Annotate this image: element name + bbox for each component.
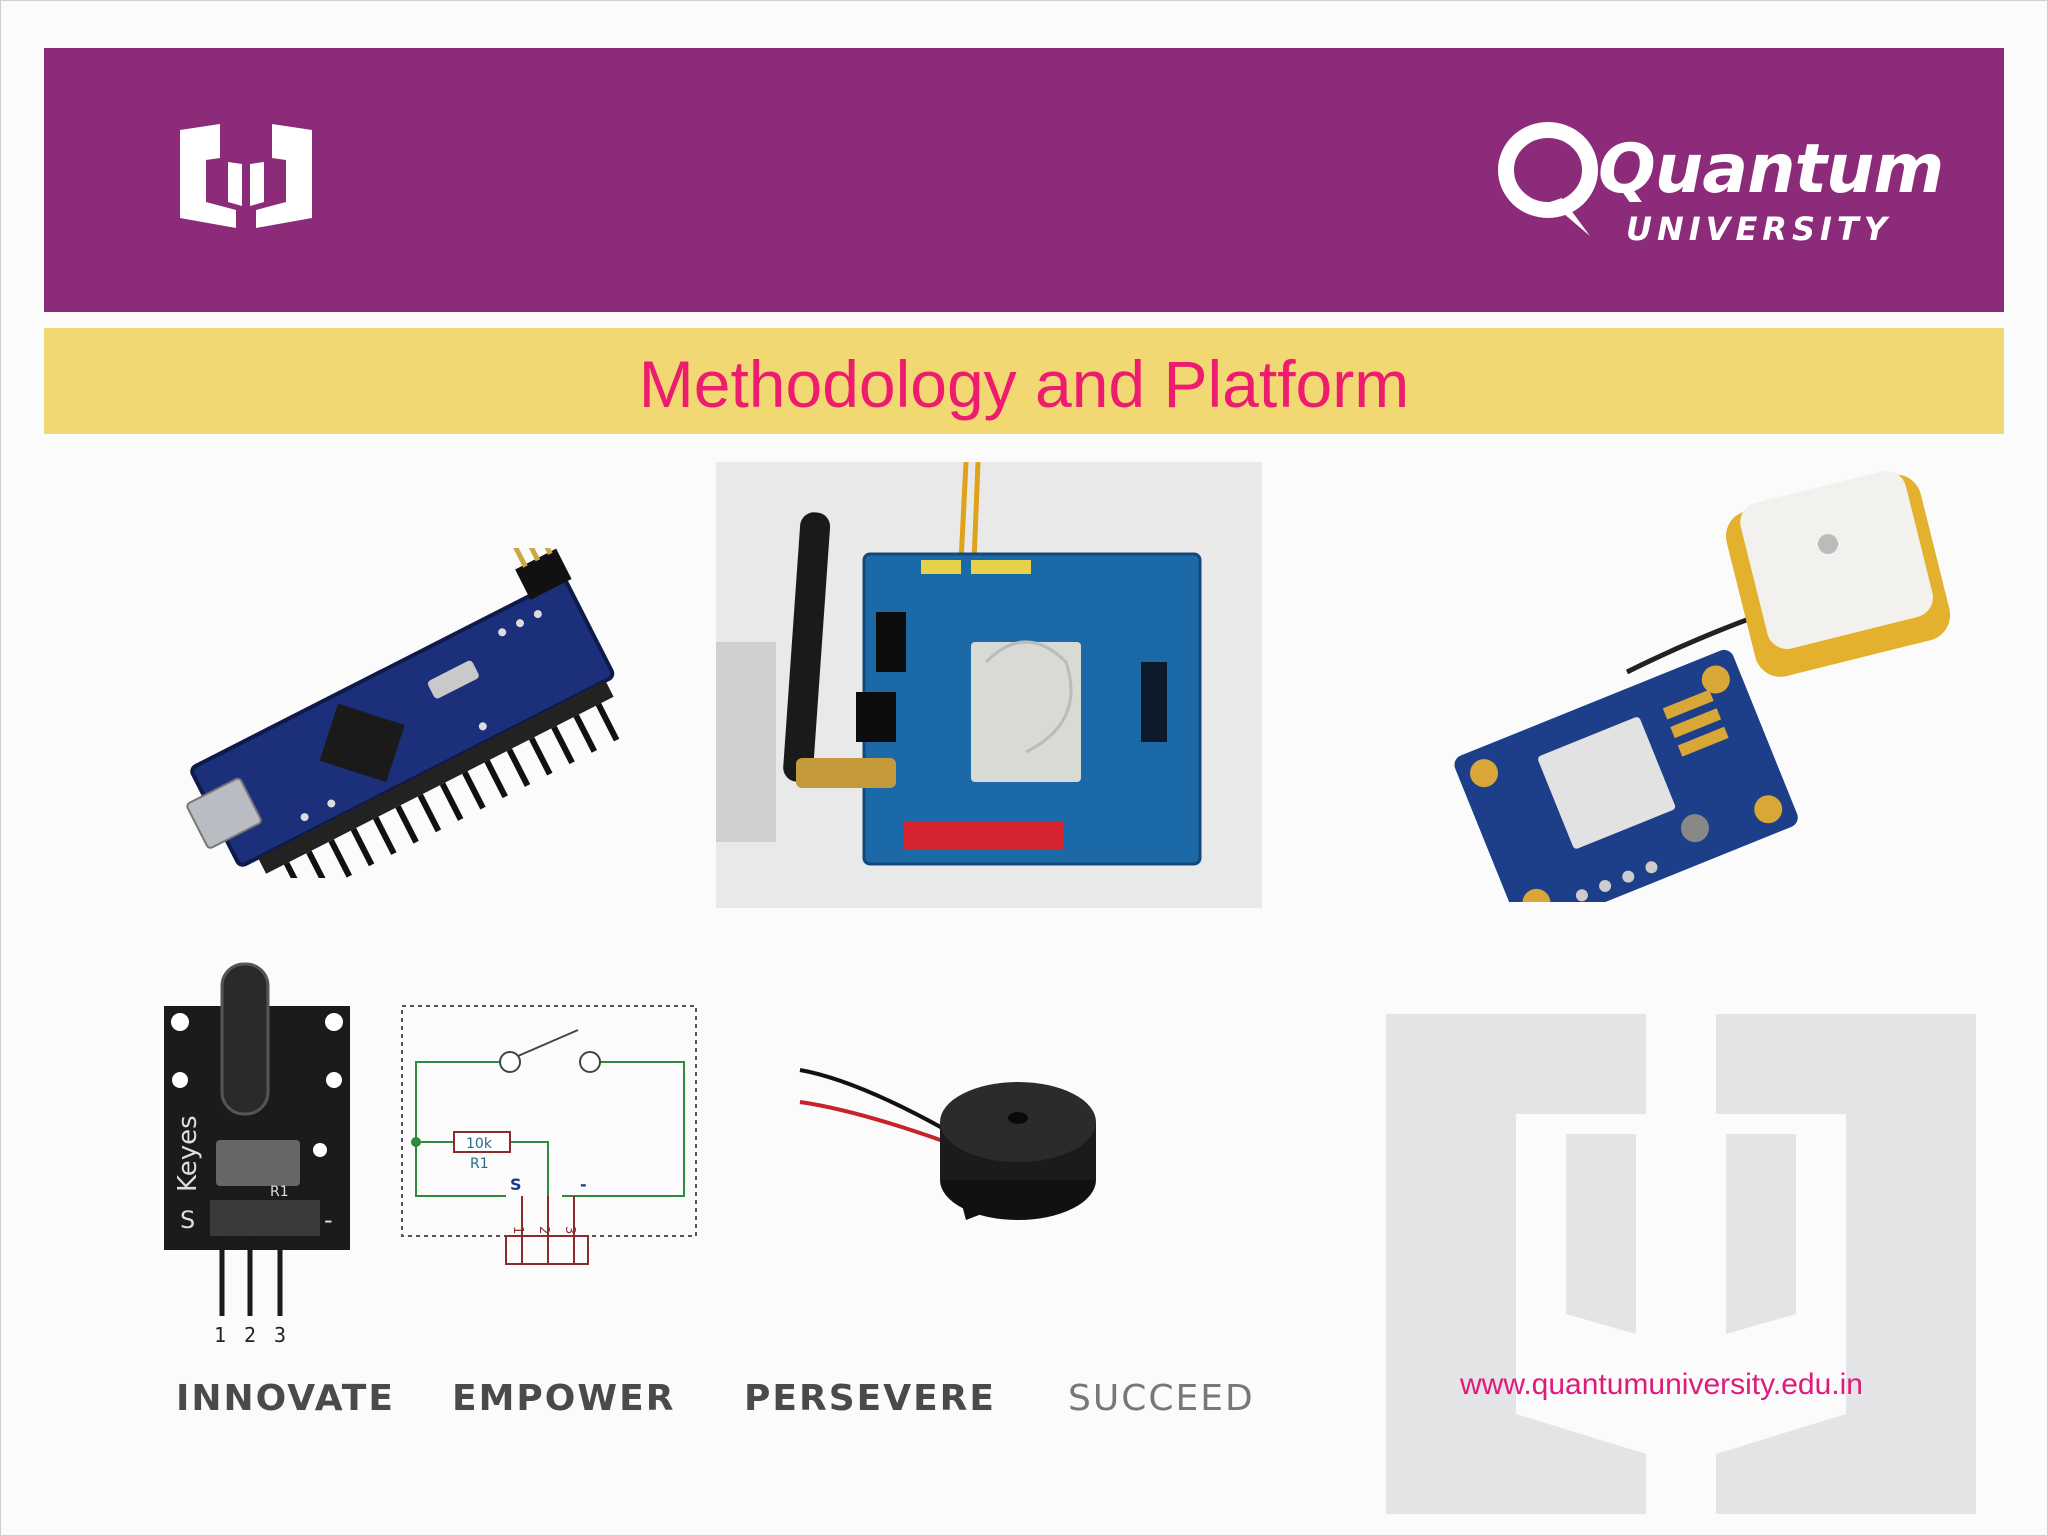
sensor-s-label: S	[180, 1206, 195, 1234]
quantum-q-icon	[1498, 122, 1598, 236]
schematic-pin-3: 3	[562, 1226, 577, 1234]
tilt-sensor-image: Keyes S R1 - 1 2 3	[160, 960, 356, 1350]
university-emblem-icon	[176, 122, 316, 238]
gsm-shield-image	[716, 462, 1262, 908]
sensor-pin-2: 2	[244, 1323, 256, 1347]
motto-persevere: PERSEVERE	[744, 1378, 996, 1419]
schematic-pin-1: 1	[510, 1226, 525, 1234]
brand-name: Quantum	[1598, 130, 1944, 209]
arduino-nano-image	[170, 548, 630, 878]
title-bar: Methodology and Platform	[44, 328, 2004, 434]
schematic-pin-2: 2	[536, 1226, 551, 1234]
motto-empower: EMPOWER	[452, 1378, 676, 1419]
ground-pin-label: -	[580, 1175, 587, 1194]
quantum-university-logo: Quantum UNIVERSITY	[1498, 118, 1944, 248]
motto-succeed: SUCCEED	[1068, 1378, 1255, 1419]
gps-module-image	[1432, 462, 1972, 902]
brand-subtitle: UNIVERSITY	[1626, 210, 1892, 248]
sensor-pin-3: 3	[274, 1323, 286, 1347]
university-url[interactable]: www.quantumuniversity.edu.in	[1460, 1368, 1863, 1401]
resistor-name: R1	[470, 1156, 489, 1172]
sensor-r1-label: R1	[270, 1184, 289, 1200]
motto-innovate: INNOVATE	[176, 1378, 395, 1419]
sensor-brand-label: Keyes	[173, 1115, 203, 1192]
schematic-image: 10k R1 S - 1 2 3	[398, 1000, 702, 1268]
resistor-value: 10k	[466, 1136, 493, 1152]
watermark-emblem-icon	[1386, 1014, 1976, 1514]
buzzer-image	[796, 1060, 1102, 1230]
sensor-gnd-label: -	[324, 1206, 333, 1234]
header-banner	[44, 48, 2004, 312]
sensor-pin-1: 1	[214, 1323, 226, 1347]
page-title: Methodology and Platform	[638, 347, 1410, 421]
signal-pin-label: S	[510, 1175, 522, 1194]
